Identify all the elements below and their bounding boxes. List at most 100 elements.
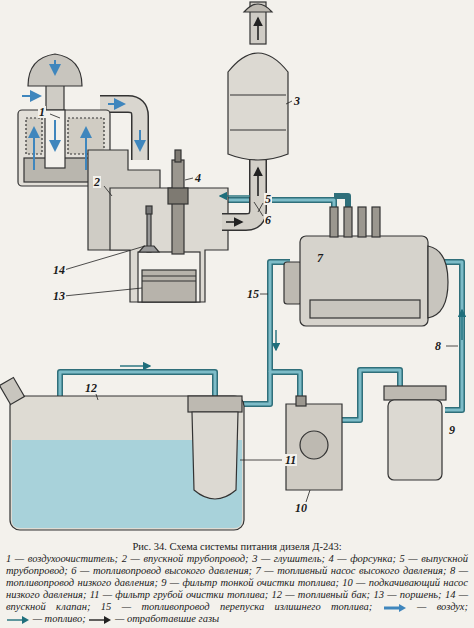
exhaust-muffler xyxy=(244,4,272,12)
gas-arrows xyxy=(226,18,258,222)
legend-arrow-sample xyxy=(384,606,400,609)
engine-head xyxy=(138,252,200,302)
engine-head xyxy=(172,160,184,254)
injection-pump xyxy=(300,236,428,326)
air-arrows xyxy=(22,95,40,97)
callout-number: 4 xyxy=(194,172,202,184)
injection-pump xyxy=(372,207,380,237)
callout-number: 11 xyxy=(284,454,297,466)
caption-title: Рис. 34. Схема системы питания дизеля Д-… xyxy=(6,541,468,553)
air-arrows xyxy=(33,128,35,170)
leader-lines xyxy=(240,460,282,461)
exhaust-muffler xyxy=(222,150,258,222)
gas-arrows xyxy=(257,18,259,40)
fine-filter xyxy=(388,400,442,480)
leader-lines xyxy=(254,202,263,216)
legend-arrow-sample xyxy=(399,604,406,612)
engine-head xyxy=(146,206,152,214)
callout-number: 12 xyxy=(84,382,98,394)
exhaust-muffler xyxy=(222,2,288,222)
callout-number: 7 xyxy=(316,252,324,264)
injection-pump xyxy=(284,207,448,326)
gas-arrows xyxy=(226,221,242,223)
transfer-pump xyxy=(300,431,328,459)
exhaust-muffler xyxy=(230,94,286,95)
leader-lines xyxy=(185,178,193,180)
air-arrows xyxy=(139,130,141,150)
key-item: 15 — топливопровод перепуска излишнего т… xyxy=(101,601,372,612)
fuel-arrows xyxy=(120,196,462,366)
engine-head xyxy=(142,275,196,276)
leader-lines xyxy=(260,294,268,295)
legend-text: — воздух; xyxy=(417,601,468,612)
key-item: 7 — топливный насос высокого давления; xyxy=(256,565,447,576)
engine-head xyxy=(175,150,181,162)
leader-lines xyxy=(104,186,112,196)
fuel-lines xyxy=(334,196,348,207)
legend-arrow-sample xyxy=(104,616,111,624)
fuel-tank xyxy=(0,377,24,404)
callout-number: 10 xyxy=(294,502,308,514)
legend-arrow-sample xyxy=(6,616,30,624)
air-arrows xyxy=(54,60,56,74)
leader-lines xyxy=(50,101,458,502)
leader-lines xyxy=(286,101,292,104)
injection-pump xyxy=(344,207,352,237)
air-arrows xyxy=(54,120,56,150)
fine-filter xyxy=(384,386,446,480)
fuel-lines-fill xyxy=(240,372,300,405)
figure-caption: Рис. 34. Схема системы питания дизеля Д-… xyxy=(6,541,468,625)
fuel-arrows xyxy=(220,195,250,196)
transfer-pump xyxy=(286,396,342,490)
leader-lines xyxy=(64,246,145,270)
callout-number: 9 xyxy=(448,424,456,436)
legend-arrow-sample xyxy=(383,604,407,612)
key-item: 6 — топливопровод высокого давления; xyxy=(71,565,252,576)
transfer-pump xyxy=(286,404,342,490)
key-item: 12 — топливный бак; xyxy=(271,589,370,600)
fuel-tank xyxy=(10,396,244,530)
engine-head xyxy=(142,280,196,281)
leader-lines xyxy=(258,203,263,212)
coarse-filter xyxy=(188,396,242,412)
leader-lines xyxy=(50,114,60,118)
engine-head xyxy=(168,188,188,204)
air-arrows xyxy=(85,128,87,170)
key-item: 1 — воздухоочиститель; xyxy=(6,553,118,564)
fuel-tank xyxy=(0,377,244,530)
fuel-lines xyxy=(240,372,300,405)
legend-item: — воздух; xyxy=(383,601,468,612)
leader-lines xyxy=(306,490,310,502)
engine-head xyxy=(110,188,228,302)
fine-filter xyxy=(384,386,446,400)
gas-arrows xyxy=(257,168,259,196)
key-item: 4 — форсунка; xyxy=(329,553,396,564)
fuel-arrows xyxy=(275,330,276,350)
callout-number: 15 xyxy=(246,288,260,300)
exhaust-muffler xyxy=(222,150,258,222)
callout-number: 13 xyxy=(52,290,66,302)
legend-item: — топливо; xyxy=(6,613,86,624)
legend-text: — топливо; xyxy=(33,613,86,624)
transfer-pump xyxy=(296,396,306,406)
callout-number: 2 xyxy=(93,176,101,188)
injection-pump xyxy=(310,300,420,318)
injection-pump xyxy=(358,207,366,237)
fuel-arrows xyxy=(120,365,150,366)
exhaust-muffler xyxy=(230,129,286,130)
callout-number: 5 xyxy=(264,193,272,205)
fuel-arrows xyxy=(461,310,462,340)
engine-head xyxy=(142,270,196,302)
coarse-filter xyxy=(188,396,242,499)
callout-number: 14 xyxy=(52,264,66,276)
callout-number: 1 xyxy=(38,106,46,118)
key-item: 3 — глушитель; xyxy=(252,553,325,564)
callout-number: 3 xyxy=(293,95,301,107)
leader-lines xyxy=(446,346,458,347)
key-item: 2 — впускной трубопровод; xyxy=(122,553,249,564)
legend-item: — отработавшие газы xyxy=(88,613,219,624)
air-arrows xyxy=(108,103,124,105)
leader-lines xyxy=(64,288,142,296)
legend-arrow-sample xyxy=(89,619,105,620)
legend-text: — отработавшие газы xyxy=(115,613,219,624)
